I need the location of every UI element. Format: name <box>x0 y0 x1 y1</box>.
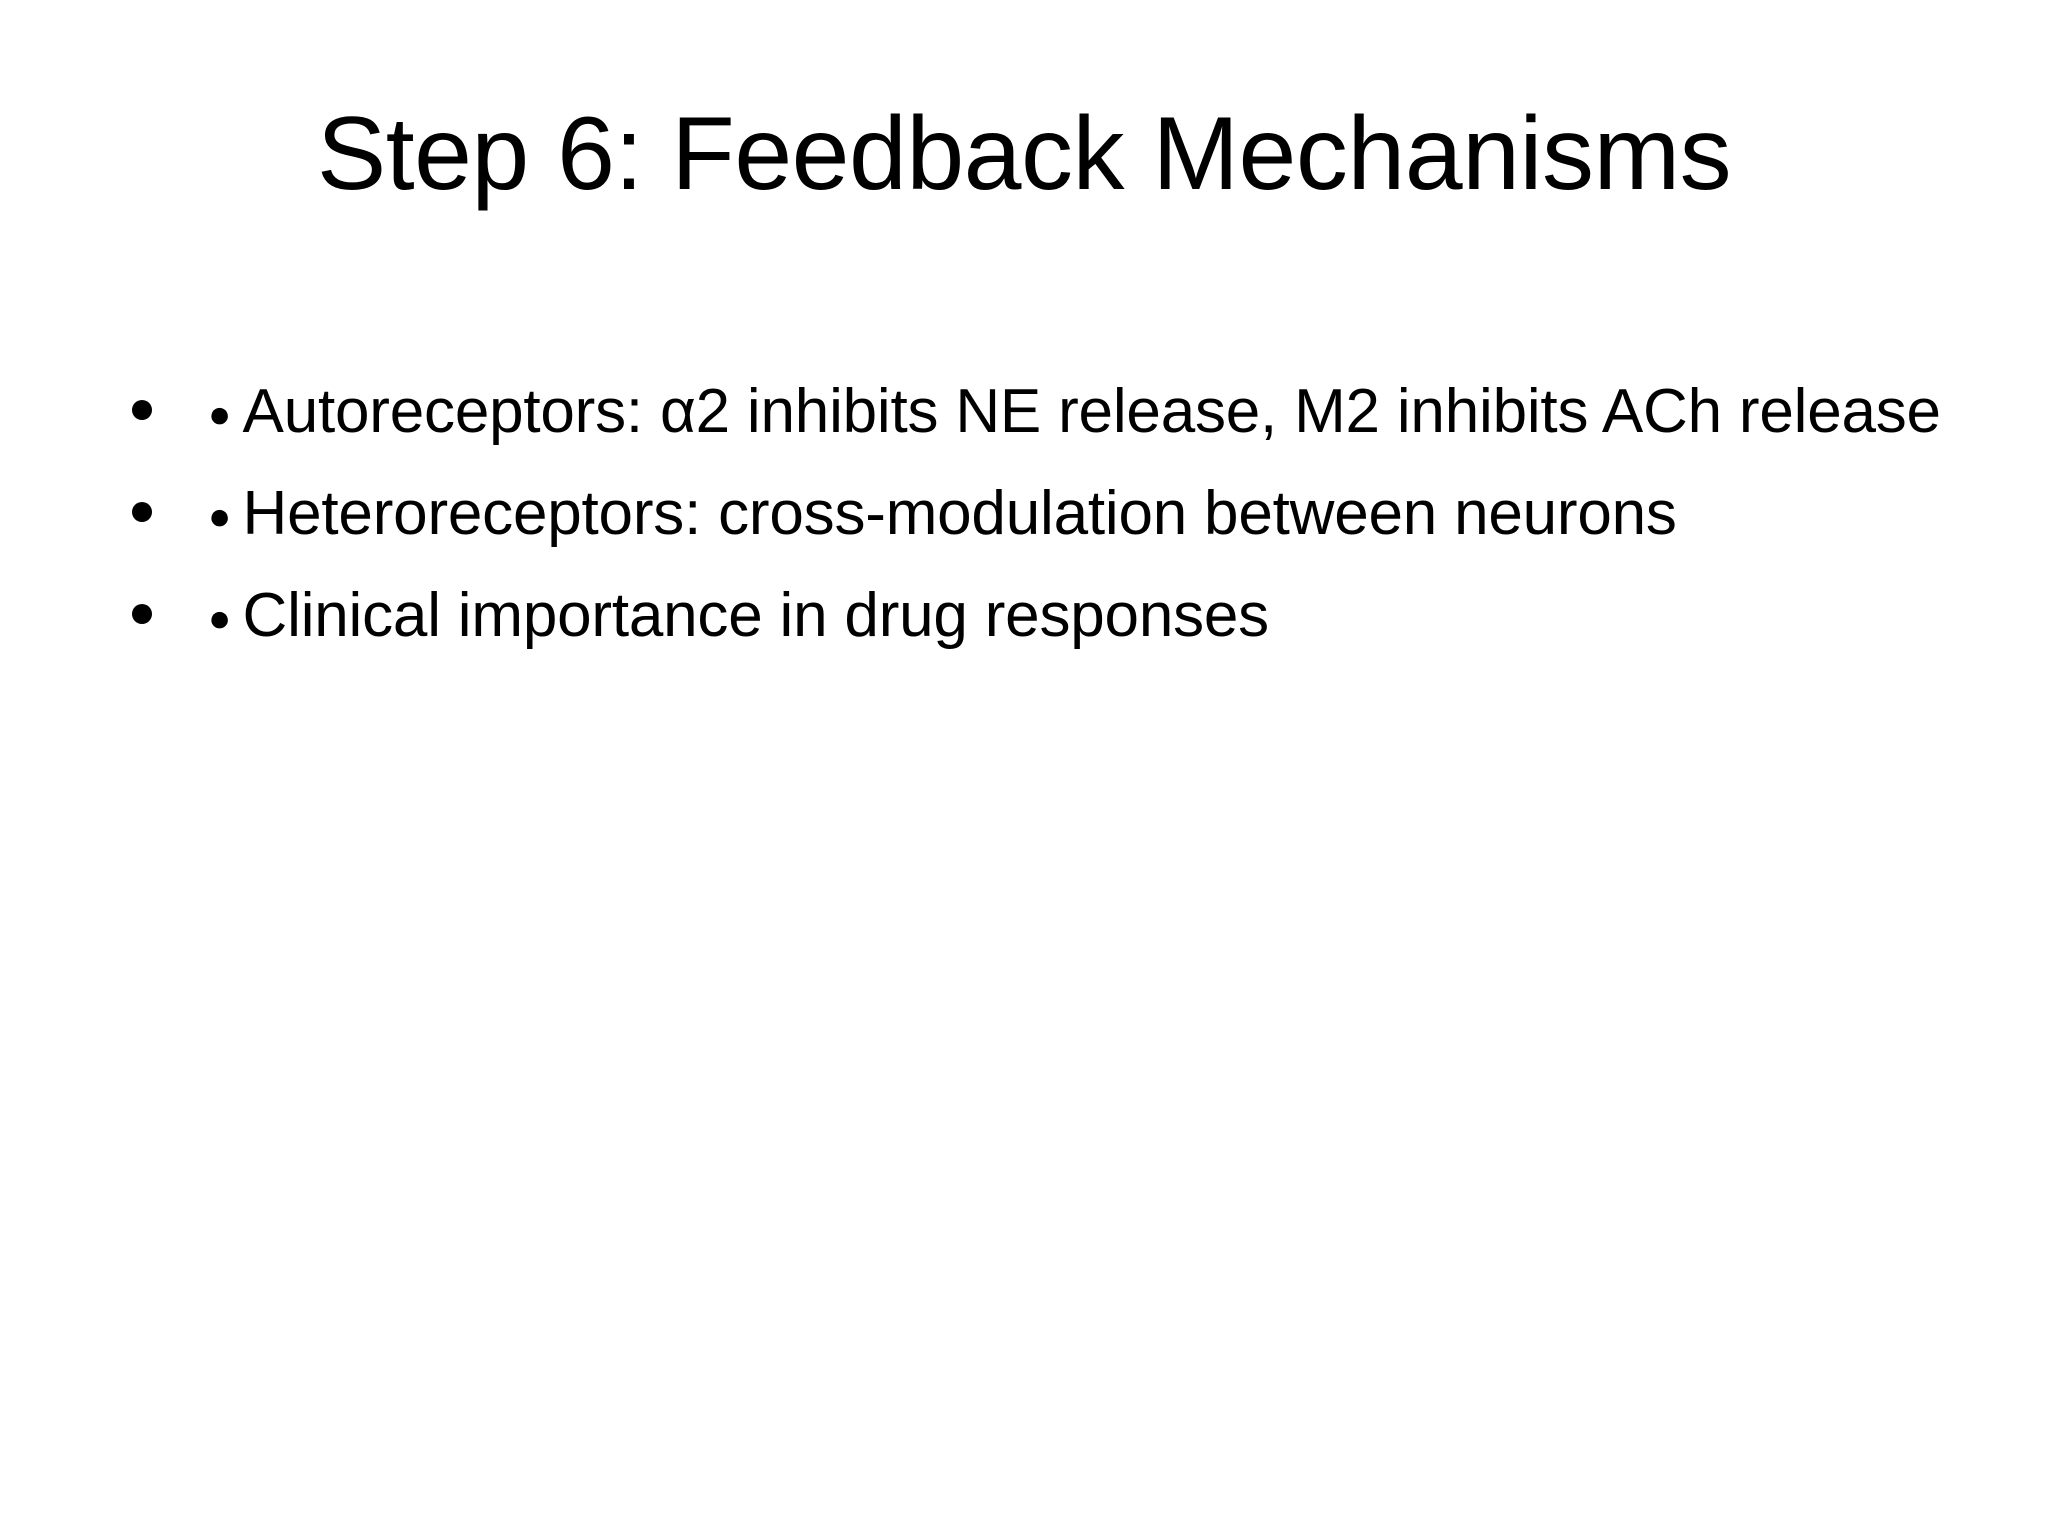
inline-bullet-glyph: ● <box>208 597 232 641</box>
list-item[interactable]: ●Autoreceptors: α2 inhibits NE release, … <box>112 368 1962 456</box>
inline-bullet-glyph: ● <box>208 393 232 437</box>
slide-body-placeholder[interactable]: ●Autoreceptors: α2 inhibits NE release, … <box>112 368 1962 660</box>
list-item[interactable]: ●Heteroreceptors: cross-modulation betwe… <box>112 470 1962 558</box>
list-item-text: ●Heteroreceptors: cross-modulation betwe… <box>208 470 1962 558</box>
bullet-dot-icon <box>132 604 152 625</box>
inline-bullet-glyph: ● <box>208 495 232 539</box>
bullet-list: ●Autoreceptors: α2 inhibits NE release, … <box>112 368 1962 660</box>
page-title: Step 6: Feedback Mechanisms <box>316 96 1732 212</box>
list-item[interactable]: ●Clinical importance in drug responses <box>112 572 1962 660</box>
list-item-text: ●Autoreceptors: α2 inhibits NE release, … <box>208 368 1962 456</box>
list-item-label: Autoreceptors: α2 inhibits NE release, M… <box>242 377 1941 446</box>
list-item-text: ●Clinical importance in drug responses <box>208 572 1962 660</box>
list-item-label: Clinical importance in drug responses <box>242 581 1270 651</box>
slide-title-placeholder[interactable]: Step 6: Feedback Mechanisms <box>132 96 1916 212</box>
bullet-dot-icon <box>132 502 152 523</box>
list-item-label: Heteroreceptors: cross-modulation betwee… <box>242 479 1677 549</box>
bullet-dot-icon <box>132 400 152 421</box>
